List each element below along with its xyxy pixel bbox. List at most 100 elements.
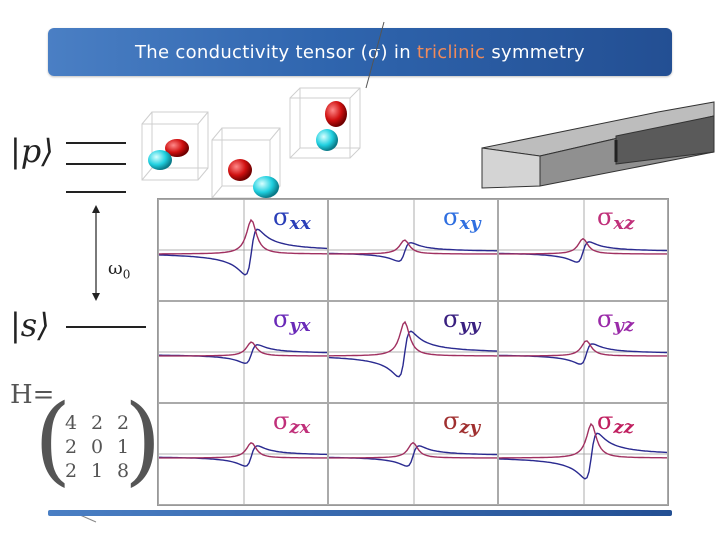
sigma-label-zz: σzz (597, 406, 634, 438)
sigma-subscript: xy (459, 213, 481, 234)
response-curve-imag (499, 422, 667, 459)
response-curve-real (159, 343, 327, 365)
response-curve-imag (159, 218, 327, 255)
sigma-symbol: σ (273, 203, 290, 231)
response-curve-real (329, 445, 497, 467)
sigma-subscript: zx (289, 417, 311, 438)
response-curve-real (159, 445, 327, 467)
response-curve-imag (329, 239, 497, 255)
sigma-label-xx: σxx (273, 202, 311, 234)
response-plot-zz (499, 404, 667, 504)
tensor-cell-xz: σxz (498, 199, 668, 301)
response-plot-yz (499, 302, 667, 402)
response-curve-real (329, 241, 497, 263)
title-highlight: triclinic (416, 42, 486, 63)
hydrogen-atom-2 (253, 176, 279, 198)
tensor-cell-yy: σyy (328, 301, 498, 403)
response-plot-zx (159, 404, 327, 504)
sigma-symbol: σ (597, 407, 614, 435)
p-state-label: |p⟩ (10, 132, 54, 170)
oxygen-atom-1 (165, 139, 189, 157)
s-state-label: |s⟩ (10, 306, 50, 344)
response-curve-imag (329, 441, 497, 459)
oxygen-atom-3 (325, 101, 347, 127)
matrix-entry: 2 (90, 412, 104, 434)
sigma-label-xy: σxy (443, 202, 481, 234)
sigma-symbol: σ (597, 203, 614, 231)
p-level-line-3 (66, 191, 126, 193)
matrix-entry: 8 (116, 460, 130, 482)
response-curve-imag (499, 237, 667, 255)
matrix-entry: 1 (116, 436, 130, 458)
matrix-entries: 4 2 2 2 0 1 2 1 8 (58, 412, 136, 482)
sigma-subscript: xz (613, 213, 635, 234)
response-curve-real (499, 241, 667, 263)
response-curve-imag (159, 341, 327, 357)
crystal-bar-illustration (481, 101, 715, 189)
response-curve-imag (159, 441, 327, 459)
tensor-cell-zz: σzz (498, 403, 668, 505)
response-curve-real (329, 330, 497, 378)
tensor-cell-zy: σzy (328, 403, 498, 505)
tensor-cell-yz: σyz (498, 301, 668, 403)
response-curve-real (499, 432, 667, 480)
tensor-cell-zx: σzx (158, 403, 328, 505)
response-plot-xx (159, 200, 327, 300)
response-curve-real (159, 228, 327, 276)
sigma-symbol: σ (443, 407, 460, 435)
sigma-subscript: zy (459, 417, 481, 438)
title-suffix: symmetry (485, 42, 586, 63)
left-parenthesis: ( (34, 384, 72, 496)
matrix-entry: 2 (116, 412, 130, 434)
sigma-symbol: σ (273, 407, 290, 435)
matrix-entry: 0 (90, 436, 104, 458)
response-curve-imag (499, 340, 667, 357)
sigma-subscript: zz (613, 417, 634, 438)
response-curve-real (499, 343, 667, 365)
tensor-cell-xx: σxx (158, 199, 328, 301)
sigma-subscript: yy (459, 315, 481, 336)
energy-gap-arrow (92, 205, 100, 301)
response-curve-imag (329, 320, 497, 357)
sigma-subscript: xx (289, 213, 311, 234)
sigma-symbol: σ (443, 305, 460, 333)
s-level-line (66, 326, 146, 328)
sigma-symbol: σ (597, 305, 614, 333)
sigma-label-yz: σyz (597, 304, 634, 336)
hamiltonian-label: H= (10, 380, 55, 410)
molecule-illustrations (141, 87, 361, 199)
tensor-cell-yx: σyx (158, 301, 328, 403)
title-bar: The conductivity tensor (σ) in triclinic… (48, 28, 672, 76)
sigma-label-yx: σyx (273, 304, 311, 336)
sigma-label-yy: σyy (443, 304, 480, 336)
hamiltonian-matrix: ( 4 2 2 2 0 1 2 1 8 ) (34, 392, 161, 502)
response-plot-zy (329, 404, 497, 504)
title-sigma: σ (367, 42, 381, 63)
hydrogen-atom-1 (148, 150, 172, 170)
tensor-cell-xy: σxy (328, 199, 498, 301)
sigma-symbol: σ (273, 305, 290, 333)
response-plot-xy (329, 200, 497, 300)
matrix-entry: 4 (64, 412, 78, 434)
p-level-line-2 (66, 163, 126, 165)
hydrogen-atom-3 (316, 129, 338, 151)
oxygen-atom-2 (228, 159, 252, 181)
sigma-label-xz: σxz (597, 202, 634, 234)
title-mid: ) in (380, 42, 417, 63)
p-level-line-1 (66, 142, 126, 144)
matrix-entry: 2 (64, 460, 78, 482)
sigma-label-zy: σzy (443, 406, 480, 438)
matrix-entry: 1 (90, 460, 104, 482)
response-plot-xz (499, 200, 667, 300)
matrix-entry: 2 (64, 436, 78, 458)
cube-1 (141, 111, 209, 181)
title-prefix: The conductivity tensor ( (134, 42, 368, 63)
sigma-subscript: yx (289, 315, 311, 336)
footer-bar (48, 510, 672, 516)
sigma-subscript: yz (613, 315, 635, 336)
omega-label: ω0 (108, 258, 131, 282)
response-plot-yy (329, 302, 497, 402)
slide-title: The conductivity tensor (σ) in triclinic… (48, 42, 672, 63)
right-parenthesis: ) (124, 384, 162, 496)
